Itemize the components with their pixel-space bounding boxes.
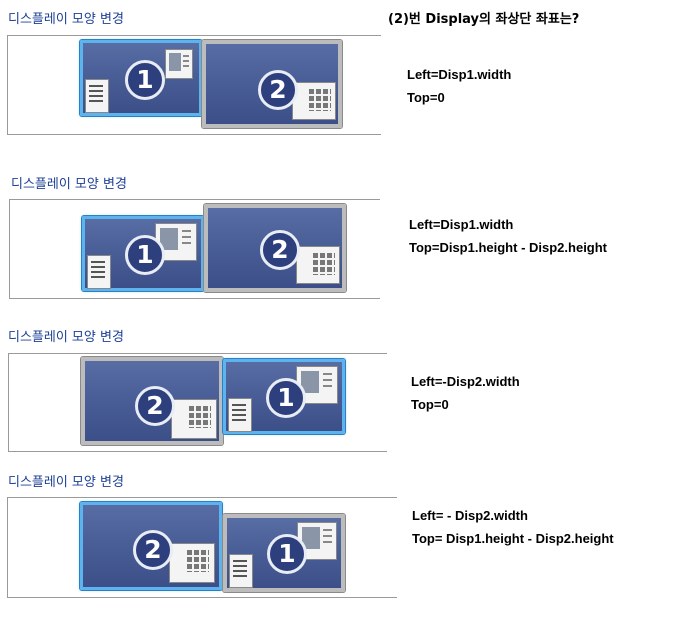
answer-top-3: Top=0 — [411, 393, 449, 416]
answer-left-1: Left=Disp1.width — [407, 63, 511, 86]
keypad-window-icon — [292, 82, 336, 120]
monitor-number-badge: 2 — [258, 70, 298, 110]
keypad-window-icon — [171, 399, 217, 439]
monitor-number-badge: 2 — [260, 230, 300, 270]
panel-1-title: 디스플레이 모양 변경 — [8, 8, 124, 27]
answer-left-3: Left=-Disp2.width — [411, 370, 520, 393]
monitor-number-badge: 1 — [125, 235, 165, 275]
monitor-1-button[interactable]: 1 — [223, 359, 345, 434]
monitor-2-button[interactable]: 2 — [80, 502, 222, 590]
answer-top-2: Top=Disp1.height - Disp2.height — [409, 236, 607, 259]
monitor-number-badge: 1 — [267, 534, 307, 574]
monitor-2-button[interactable]: 2 — [202, 40, 342, 128]
keypad-window-icon — [169, 543, 215, 583]
monitor-number-badge: 2 — [135, 386, 175, 426]
monitor-number-badge: 1 — [125, 60, 165, 100]
panel-2-title: 디스플레이 모양 변경 — [11, 173, 127, 192]
panel-3-title: 디스플레이 모양 변경 — [8, 326, 124, 345]
window-thumbnail-icon — [165, 49, 193, 79]
list-window-icon — [85, 79, 109, 113]
panel-4-title: 디스플레이 모양 변경 — [8, 471, 124, 490]
list-window-icon — [228, 398, 252, 432]
answer-top-1: Top=0 — [407, 86, 445, 109]
keypad-window-icon — [296, 246, 340, 284]
answer-top-4: Top= Disp1.height - Disp2.height — [412, 527, 614, 550]
monitor-number-badge: 1 — [266, 378, 306, 418]
monitor-1-button[interactable]: 1 — [223, 514, 345, 592]
list-window-icon — [87, 255, 111, 289]
answer-left-2: Left=Disp1.width — [409, 213, 513, 236]
answer-left-4: Left= - Disp2.width — [412, 504, 528, 527]
list-window-icon — [229, 554, 253, 588]
monitor-2-button[interactable]: 2 — [81, 357, 223, 445]
monitor-number-badge: 2 — [133, 530, 173, 570]
question-text: (2)번 Display의 좌상단 좌표는? — [388, 8, 579, 27]
monitor-1-button[interactable]: 1 — [82, 216, 204, 291]
monitor-1-button[interactable]: 1 — [80, 40, 202, 116]
monitor-2-button[interactable]: 2 — [204, 204, 346, 292]
